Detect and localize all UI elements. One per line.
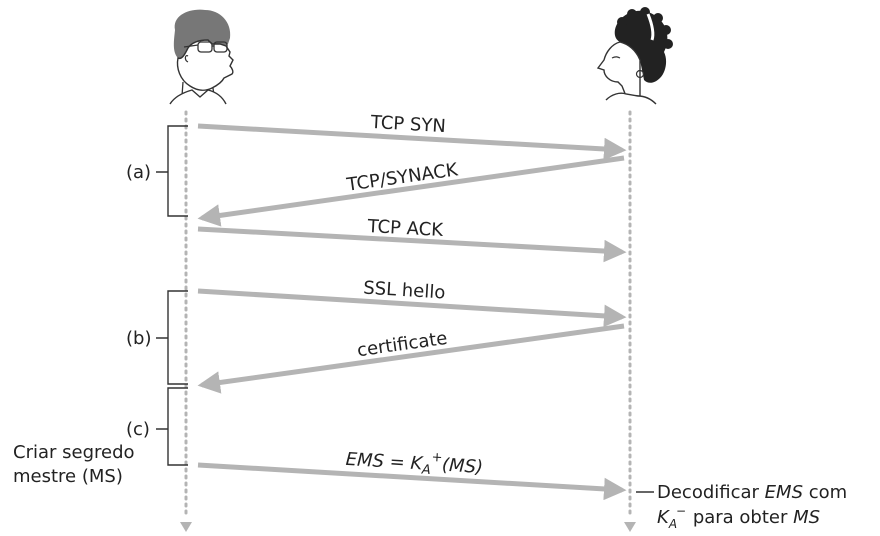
phase-a-bracket <box>156 125 188 217</box>
tcp-syn-arrow <box>197 123 627 161</box>
phase-c-bracket <box>156 387 188 466</box>
client-note-line2: mestre (MS) <box>13 466 123 487</box>
phase-c-label: (c) <box>126 419 150 440</box>
client-lifeline-end-arrow <box>180 522 192 532</box>
tcp-ack-label: TCP ACK <box>366 216 445 241</box>
ssl-hello-label: SSL hello <box>363 278 446 304</box>
ems-formula-label: EMS = KA+(MS) <box>345 445 484 481</box>
phase-b-label: (b) <box>126 328 152 349</box>
server-note-line1: Decodificar EMS com <box>657 482 848 503</box>
tcp-synack-arrow <box>197 155 625 227</box>
server-note-line2: KA− para obter MS <box>657 504 821 531</box>
tcp-syn-label: TCP SYN <box>369 112 446 137</box>
tcp-ack-arrow <box>197 226 627 263</box>
certificate-arrow <box>197 323 625 394</box>
client-person-icon <box>169 9 234 105</box>
server-person-icon <box>596 7 673 105</box>
ssl-hello-arrow <box>197 288 627 328</box>
server-lifeline-end-arrow <box>624 522 636 532</box>
phase-a-label: (a) <box>126 162 152 183</box>
ems-arrow <box>197 462 627 501</box>
client-note-line1: Criar segredo <box>13 442 135 463</box>
phase-b-bracket <box>156 290 188 385</box>
